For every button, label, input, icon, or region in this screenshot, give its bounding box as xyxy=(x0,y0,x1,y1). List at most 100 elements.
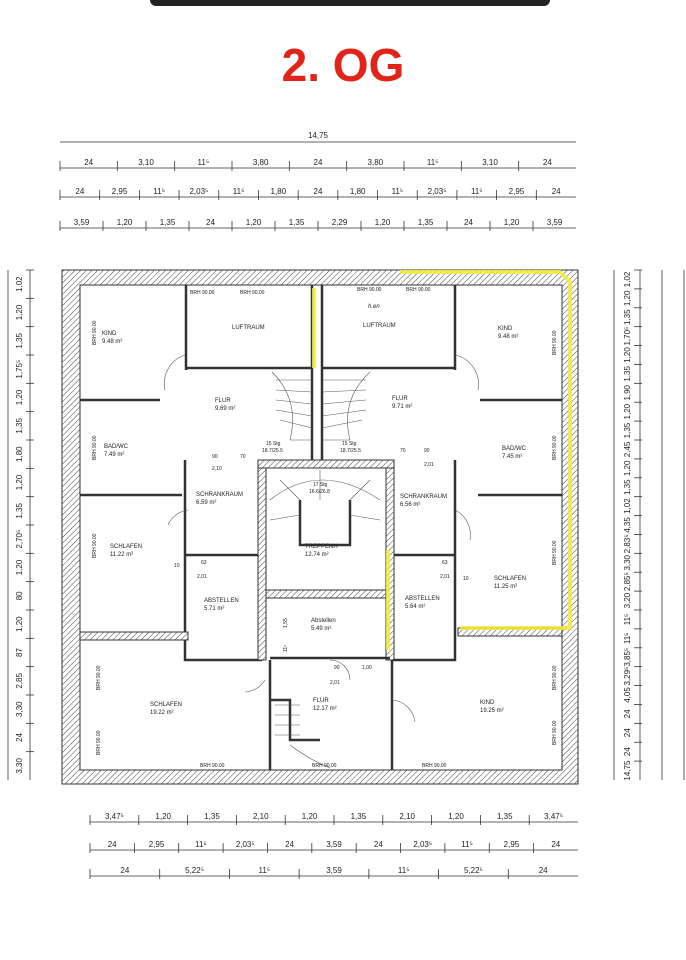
window-label: BRH 90.00 xyxy=(190,290,215,296)
door-width: 63 xyxy=(442,560,448,566)
dimension-label: 1,80 xyxy=(350,187,366,196)
dimension-label: 24 xyxy=(314,187,323,196)
dimension-label: 3,29⁵ xyxy=(623,667,632,686)
room-name: SCHLAFEN xyxy=(150,702,182,708)
dimension-label: 2,03⁵ xyxy=(236,840,255,849)
dimension-label: 11⁵ xyxy=(427,158,439,167)
dimension-label: 3,80 xyxy=(253,158,269,167)
room-name: ABSTELLEN xyxy=(204,598,239,604)
room-name: LUFTRAUM xyxy=(232,325,265,331)
dimension-label: 24 xyxy=(75,187,84,196)
right-dimensions: 1,021,201,351,70⁵1,201,351,901,201,352,4… xyxy=(613,269,685,781)
dimension-label: 5,22⁵ xyxy=(464,866,483,875)
room-area: 5.71 m² xyxy=(204,606,224,612)
dimension-label: 24 xyxy=(623,728,632,737)
door-height: 2,01 xyxy=(440,574,450,580)
dimension-label: 24 xyxy=(543,158,552,167)
room-schlafen-right: SCHLAFEN 11.25 m² xyxy=(494,576,526,590)
dimension-label: 1,20 xyxy=(623,347,632,363)
dimension-label: 1,20 xyxy=(15,474,24,490)
dimension-label: 1,20 xyxy=(302,812,318,821)
dimension-label: 80 xyxy=(15,591,24,600)
dimension-label: 2,03⁵ xyxy=(413,840,432,849)
dimension-label: 24 xyxy=(623,709,632,718)
dimension-label: 3,10 xyxy=(482,158,498,167)
dimension-label: 1,20 xyxy=(246,218,262,227)
dimension-label: 14,75 xyxy=(623,760,632,781)
dimension-label: 2,03⁵ xyxy=(428,187,447,196)
window-label: BRH 90.00 xyxy=(200,763,225,769)
room-name: BAD/WC xyxy=(502,446,527,452)
dimension-label: 1,20 xyxy=(117,218,133,227)
room-area: 9.69 m² xyxy=(215,406,235,412)
dimension-label: 3,20 xyxy=(623,592,632,608)
window-label: BRH 90.00 xyxy=(96,730,102,755)
room-note: h.en xyxy=(368,304,380,310)
room-area: 7.49 m² xyxy=(104,452,124,458)
stair-steps: 17 Stg xyxy=(313,482,328,488)
dimension-label: 2,95 xyxy=(112,187,128,196)
dimension-label: 3,85⁵ xyxy=(623,648,632,667)
dimension-label: 3,80 xyxy=(368,158,384,167)
dimension-label: 1,35 xyxy=(15,333,24,349)
window-label: BRH 90.00 xyxy=(552,665,558,690)
stair-ratio: 18.7/25.5 xyxy=(340,448,361,454)
room-area: 11.22 m² xyxy=(110,552,133,558)
dimension-label: 2,85 xyxy=(15,673,24,689)
room-bad-left: BAD/WC 7.49 m² xyxy=(104,444,129,458)
dimension-label: 2,83⁵ xyxy=(623,534,632,553)
room-name: SCHLAFEN xyxy=(494,576,526,582)
room-name: SCHRANKRAUM xyxy=(400,494,447,500)
dimension-label: 2,45 xyxy=(623,441,632,457)
dimension-label: 1,35 xyxy=(623,309,632,325)
door-height: 1,55 xyxy=(283,618,289,628)
dimension-label: 1,35 xyxy=(497,812,513,821)
window-label: BRH 90.00 xyxy=(406,287,431,293)
dimension-label: 1,70⁵ xyxy=(623,327,632,346)
door-width: 10 xyxy=(174,563,180,569)
dimension-label: 24 xyxy=(374,840,383,849)
window-labels: BRH 90.00 BRH 90.00 BRH 90.00 BRH 90.00 … xyxy=(92,287,558,769)
dimension-label: 24 xyxy=(84,158,93,167)
room-schrankraum-left: SCHRANKRAUM 6.59 m² xyxy=(196,492,243,506)
dimension-label: 3,59 xyxy=(326,866,342,875)
dimension-label: 11⁵ xyxy=(623,633,632,645)
dimension-label: 24 xyxy=(285,840,294,849)
dimension-label: 3,30 xyxy=(623,554,632,570)
dimension-label: 1,20 xyxy=(15,616,24,632)
room-kind-bottom-right: KIND 19.25 m² xyxy=(480,700,504,714)
dimension-label: 24 xyxy=(120,866,129,875)
door-height: 2,01 xyxy=(330,680,340,686)
room-area: 19.22 m² xyxy=(150,710,174,716)
room-name: FLUR xyxy=(215,398,231,404)
dimension-label: 1,02 xyxy=(623,271,632,287)
room-area: 9.48 m² xyxy=(102,339,122,345)
dimension-label: 1,20 xyxy=(15,389,24,405)
room-name: SCHRANKRAUM xyxy=(196,492,243,498)
dimension-label: 1,35 xyxy=(289,218,305,227)
window-label: BRH 90.00 xyxy=(422,763,447,769)
dimension-label: 3,47⁵ xyxy=(544,812,563,821)
dimension-label: 11⁵ xyxy=(623,614,632,626)
stairs xyxy=(269,371,381,769)
window-label: BRH 90.00 xyxy=(552,330,558,355)
room-name: TREPPENH xyxy=(305,544,338,550)
room-treppenhaus: TREPPENH 12.74 m² xyxy=(305,544,338,558)
window-label: BRH 90.00 xyxy=(92,320,98,345)
door-height: 2,01 xyxy=(197,574,207,580)
room-luftraum-left: LUFTRAUM xyxy=(232,325,265,331)
room-name: SCHLAFEN xyxy=(110,544,142,550)
room-name: KIND xyxy=(498,326,513,332)
dimension-label: 11⁵ xyxy=(392,187,404,196)
door-width: 90 xyxy=(334,665,340,671)
room-area: 9.48 m² xyxy=(498,334,518,340)
stair-steps: 15 Stg xyxy=(266,441,281,447)
dimension-label: 24 xyxy=(206,218,215,227)
left-dimensions: 1,021,201,351,75⁵1,201,351,801,201,352,7… xyxy=(7,269,34,780)
door-dimensions: 90 70 2,10 70 90 2,01 63 2,01 10 63 2,01… xyxy=(174,448,469,686)
room-area: 7.45 m² xyxy=(502,454,522,460)
dimension-label: 4,35 xyxy=(623,517,632,533)
window-label: BRH 90.00 xyxy=(357,287,382,293)
